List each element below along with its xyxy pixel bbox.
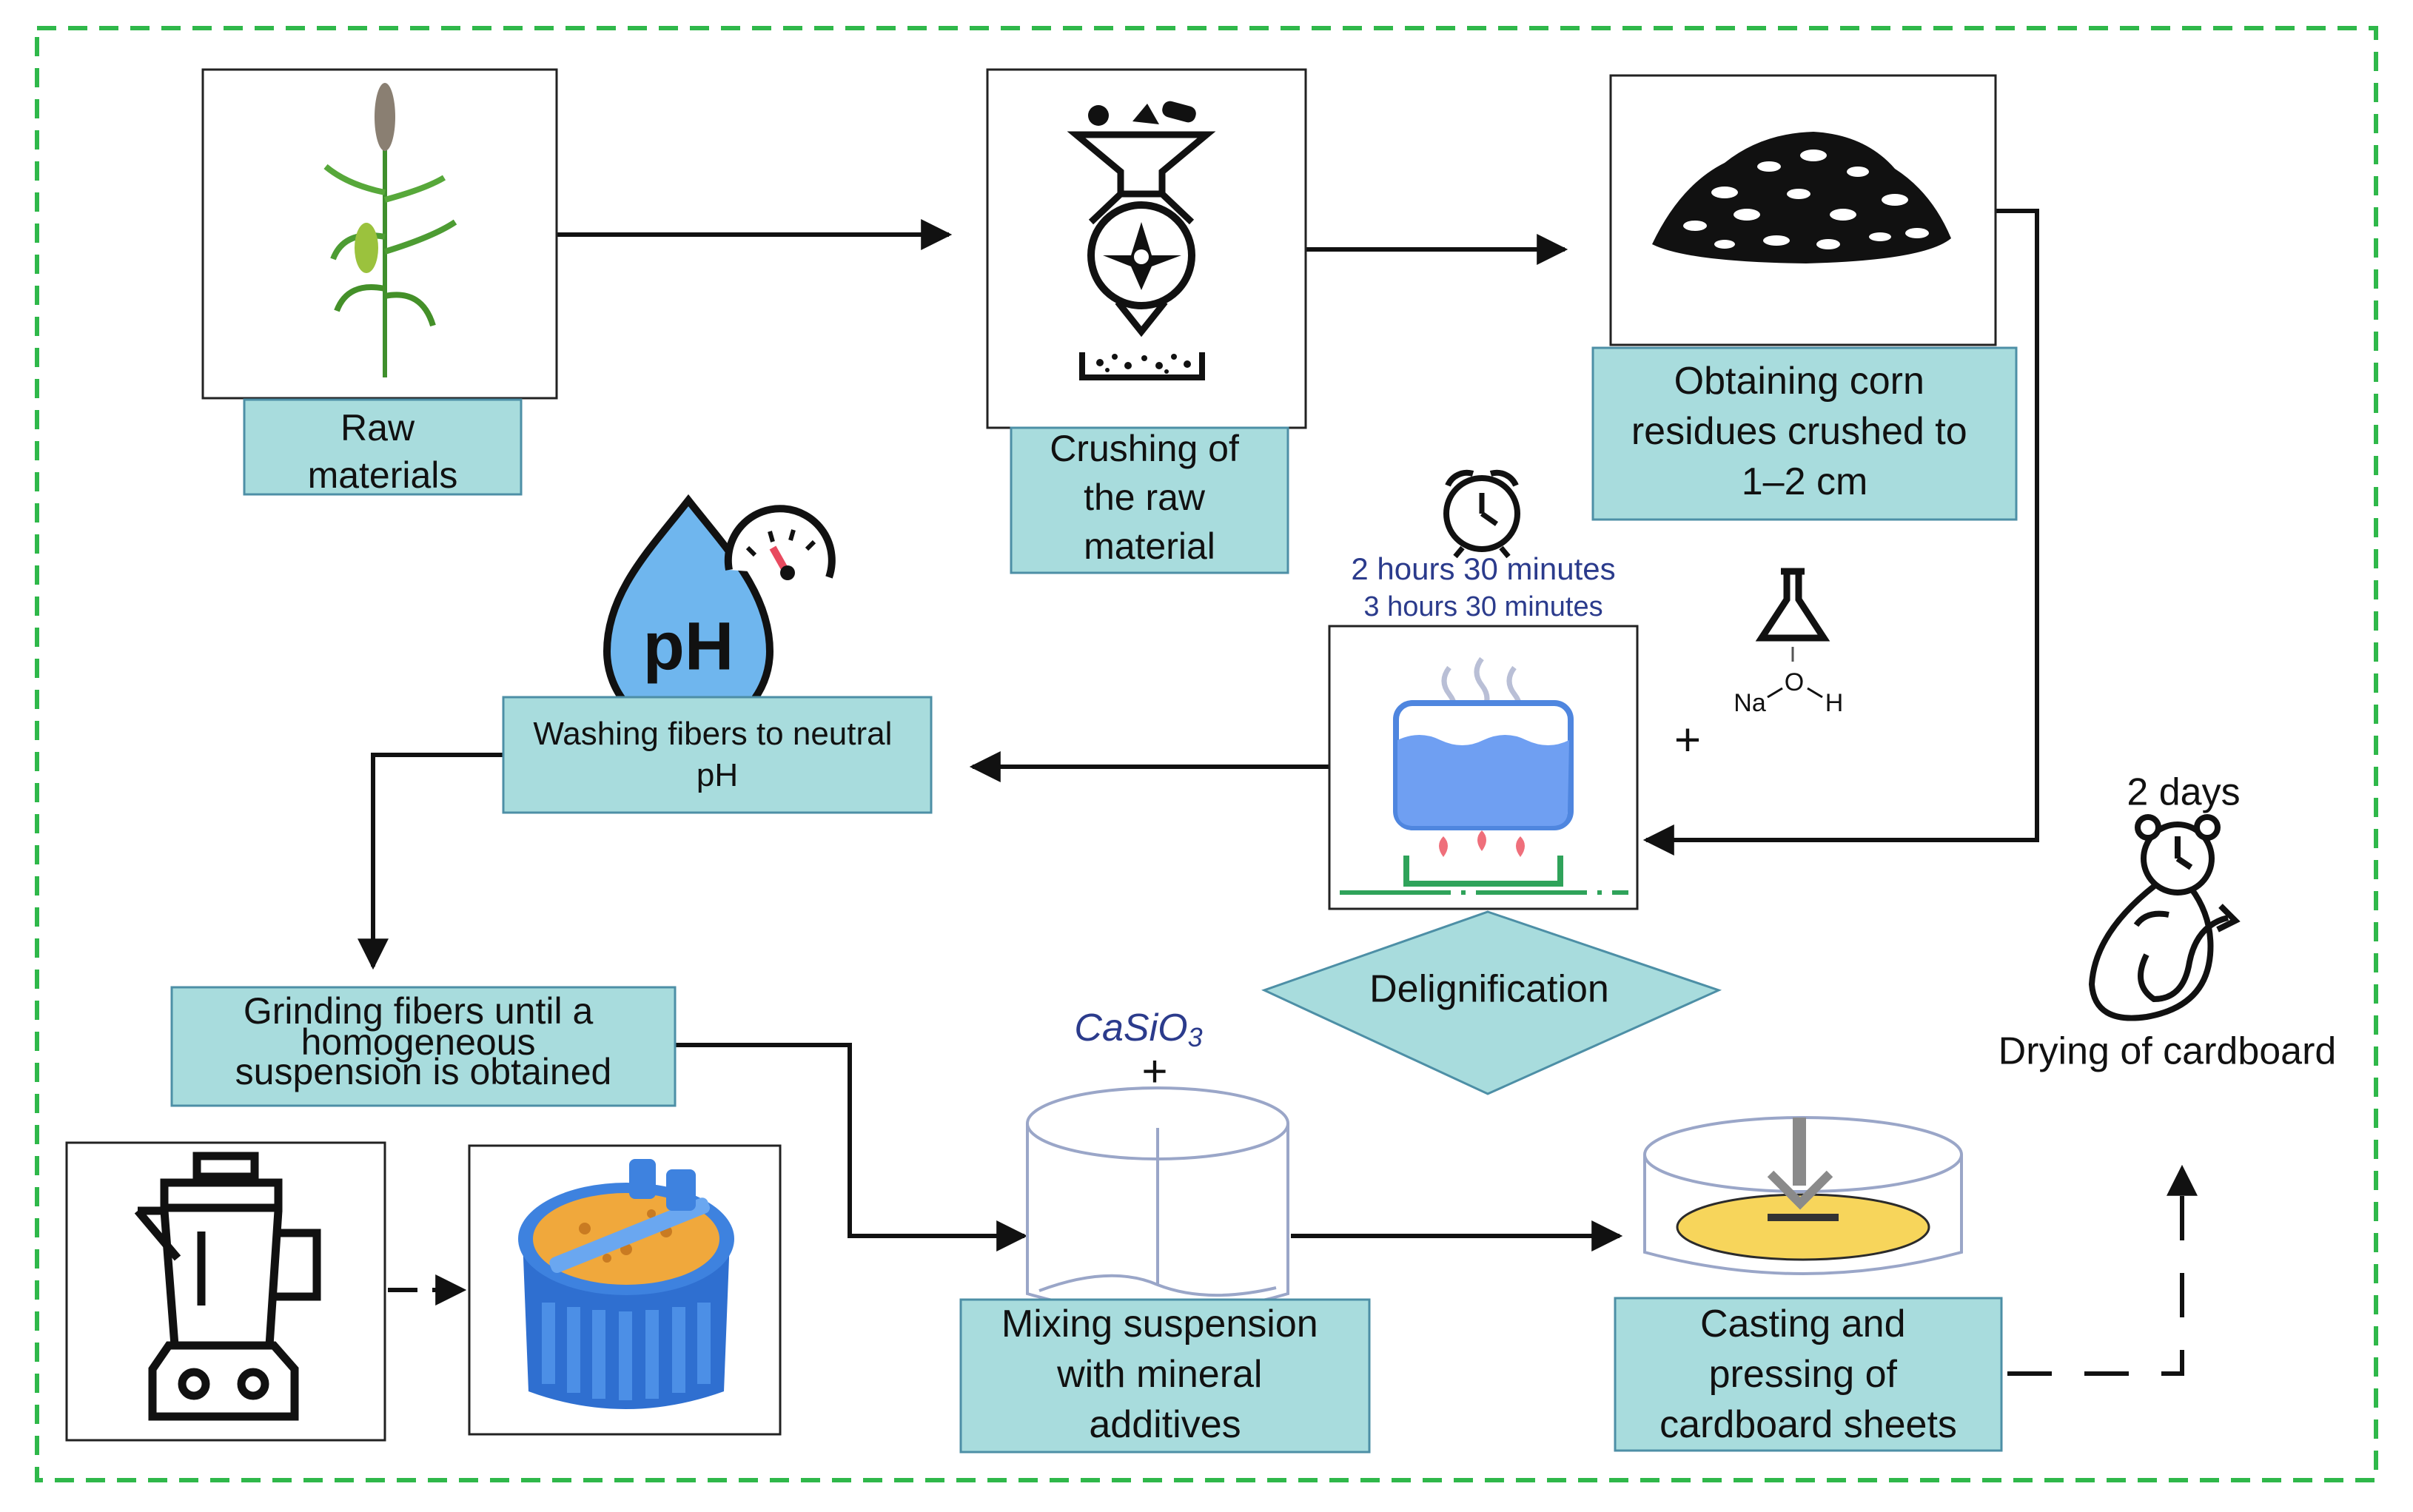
casting-label-line-3: cardboard sheets bbox=[1659, 1403, 1957, 1446]
washing-label-box bbox=[502, 696, 933, 814]
grinding-label-line-3: suspension is obtained bbox=[235, 1051, 612, 1092]
svg-text:Washing fibers to neutral: Washing fibers to neutral pH bbox=[533, 716, 901, 793]
step-obtaining-residues: Obtaining corn residues crushed to 1–2 c… bbox=[1591, 74, 2018, 521]
naoh-formula: Na O H bbox=[1734, 668, 1843, 717]
step-mixing: Mixing suspension with mineral additives bbox=[959, 1298, 1371, 1454]
arrow-grinding-to-mixing bbox=[675, 1043, 1028, 1251]
casting-label-line-2: pressing of bbox=[1709, 1353, 1898, 1396]
mixing-tank-icon bbox=[1026, 1086, 1289, 1314]
delignification-time-2: 3 hours 30 minutes bbox=[1363, 591, 1602, 622]
casio3-formula: CaSiO3 bbox=[1074, 1007, 1202, 1052]
grinding-label-line-2: homogeneous bbox=[301, 1021, 536, 1063]
fiber-vat-image bbox=[468, 1144, 782, 1436]
grinding-label-box bbox=[170, 986, 677, 1107]
raw-materials-label-line-1: Raw bbox=[340, 407, 415, 448]
naoh-na: Na bbox=[1734, 689, 1766, 717]
connectors bbox=[358, 209, 2198, 1376]
crushing-label-line-2: the raw bbox=[1084, 477, 1206, 518]
mixing-label-box bbox=[959, 1298, 1371, 1454]
arrow-washing-to-grinding bbox=[358, 753, 503, 970]
drying-time-label: 2 days bbox=[2127, 771, 2240, 814]
svg-text:Obtaining corn residues: Obtaining corn residues crushed to 1–2 c… bbox=[1631, 360, 1978, 503]
press-tank-icon bbox=[1643, 1116, 1963, 1275]
mixing-label-line-3: additives bbox=[1089, 1403, 1241, 1446]
svg-text:Raw materials: Raw materials bbox=[308, 407, 458, 496]
step-crushing: Crushing of the raw material bbox=[986, 68, 1307, 574]
residues-label-line-3: 1–2 cm bbox=[1742, 460, 1868, 503]
step-washing: Washing fibers to neutral pH bbox=[502, 696, 933, 814]
gauge-icon bbox=[724, 505, 836, 580]
outer-frame bbox=[35, 26, 2378, 1482]
drying-clock-icon bbox=[2088, 814, 2241, 1021]
residues-label-box bbox=[1591, 346, 2018, 521]
washing-label-line-2: pH bbox=[697, 757, 738, 793]
mixing-label-line-1: Mixing suspension bbox=[1001, 1303, 1318, 1345]
svg-text:Crushing of the raw: Crushing of the raw material bbox=[1050, 428, 1249, 567]
svg-text:Grinding fibers until a: Grinding fibers until a homogeneous susp… bbox=[235, 990, 612, 1092]
crushing-label-line-3: material bbox=[1084, 525, 1215, 567]
plant-icon bbox=[323, 83, 457, 377]
casting-label-line-1: Casting and bbox=[1700, 1303, 1906, 1345]
fiber-vat-icon bbox=[518, 1159, 734, 1409]
svg-text:Casting and pressing of: Casting and pressing of cardboard sheets bbox=[1659, 1303, 1957, 1446]
casio3-subscript: 3 bbox=[1188, 1022, 1203, 1052]
naoh-o: O bbox=[1785, 668, 1804, 696]
step-casting: Casting and pressing of cardboard sheets bbox=[1614, 1297, 2003, 1452]
step-raw-materials: Raw materials bbox=[201, 68, 558, 496]
residues-label-line-2: residues crushed to bbox=[1631, 410, 1967, 453]
blender-image-box bbox=[65, 1141, 386, 1442]
washing-label-line-1: Washing fibers to neutral bbox=[533, 716, 892, 752]
blender-icon bbox=[134, 1152, 321, 1421]
residues-label-line-1: Obtaining corn bbox=[1674, 360, 1924, 403]
drying-label: Drying of cardboard bbox=[1998, 1030, 2337, 1073]
naoh-plus-sign: + bbox=[1674, 714, 1701, 765]
alarm-clock-icon bbox=[1443, 469, 1520, 559]
raw-materials-label-line-2: materials bbox=[308, 454, 458, 496]
residue-pile-icon bbox=[1652, 132, 1951, 263]
flask-icon bbox=[1755, 568, 1830, 662]
crusher-icon bbox=[1067, 101, 1216, 380]
naoh-h: H bbox=[1825, 689, 1844, 717]
delignification-time-1: 2 hours 30 minutes bbox=[1351, 551, 1615, 586]
crushing-label-box bbox=[1010, 426, 1289, 574]
boiling-pot-icon bbox=[1340, 656, 1628, 895]
ph-drop-text: pH bbox=[643, 608, 734, 684]
crushing-label-line-1: Crushing of bbox=[1050, 428, 1239, 469]
mixing-label-line-2: with mineral bbox=[1056, 1353, 1262, 1396]
delignification-label: Delignification bbox=[1369, 968, 1609, 1011]
casio3-main: CaSiO bbox=[1074, 1007, 1187, 1049]
raw-materials-label-box bbox=[243, 398, 523, 496]
delignification-diamond bbox=[1261, 910, 1722, 1095]
step-grinding: Grinding fibers until a homogeneous susp… bbox=[170, 986, 677, 1107]
arrow-casting-to-drying bbox=[2007, 1164, 2198, 1376]
arrow-residue-to-pot bbox=[1642, 209, 2039, 856]
casting-label-box bbox=[1614, 1297, 2003, 1452]
step-delignification: Delignification bbox=[1261, 625, 1722, 1095]
blender-image bbox=[65, 1141, 386, 1442]
svg-text:Mixing suspension with m: Mixing suspension with mineral additives bbox=[1001, 1303, 1329, 1446]
